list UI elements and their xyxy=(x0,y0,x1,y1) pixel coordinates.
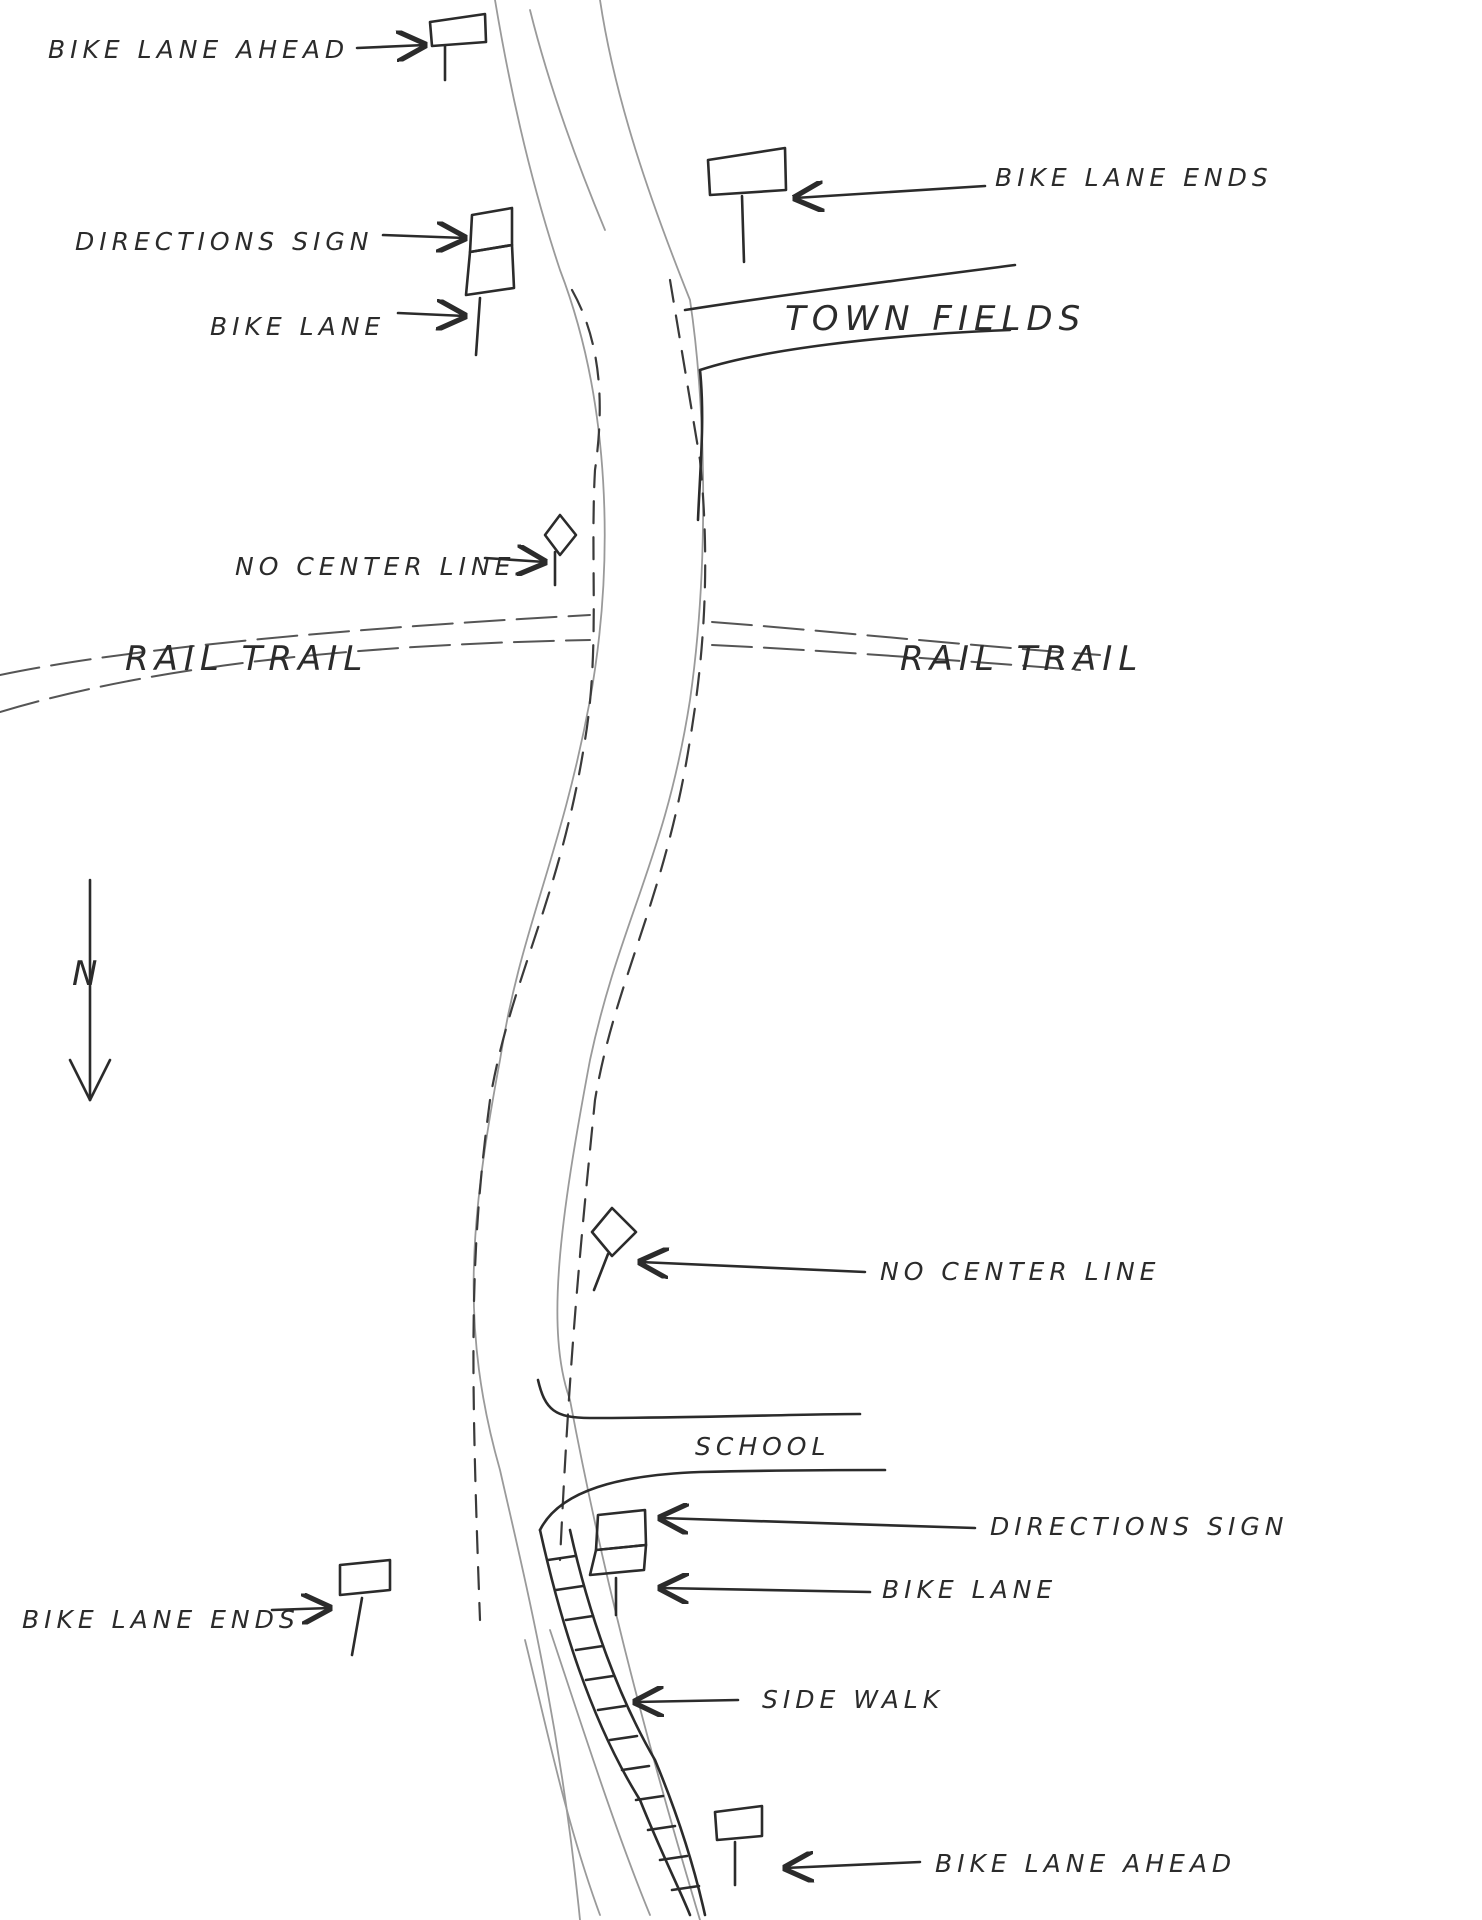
bike-lane-ends-bottom-arrow xyxy=(270,1608,330,1610)
sidewalk-inner-edge xyxy=(568,1528,707,1917)
rail-trail-east-line-1 xyxy=(711,621,1101,656)
directions-sign-bottom-arrow xyxy=(660,1518,977,1528)
bike-lane-ahead-bottom-label: BIKE LANE AHEAD xyxy=(935,1849,1236,1878)
sign-post xyxy=(350,1596,364,1657)
bike-lane-ends-top-label: BIKE LANE ENDS xyxy=(995,163,1273,192)
sign-panel-lower xyxy=(588,1543,648,1577)
no-center-line-bottom-arrow xyxy=(640,1262,867,1272)
rail-trail-west-line-2 xyxy=(0,639,591,713)
town-fields-road-north-edge xyxy=(683,263,1017,312)
side-walk-arrow xyxy=(635,1700,740,1702)
town-fields-road: TOWN FIELDS xyxy=(683,263,1086,522)
sign-diamond xyxy=(590,1206,638,1258)
north-arrow-head xyxy=(68,1058,112,1102)
bike-lane-top-label: BIKE LANE xyxy=(210,312,385,341)
sign-no-center-line-top xyxy=(543,513,578,587)
rail-trail-east-label: RAIL TRAIL xyxy=(900,639,1143,679)
sign-directions-top xyxy=(464,206,516,357)
sign-diamond xyxy=(543,513,578,557)
no-center-line-top-label: NO CENTER LINE xyxy=(235,552,515,581)
bike-lane-ahead-top-arrow xyxy=(355,45,425,48)
bike-lane-bottom-label: BIKE LANE xyxy=(882,1575,1057,1604)
town-fields-label: TOWN FIELDS xyxy=(785,299,1086,339)
bike-lane-ahead-bottom-arrow xyxy=(785,1862,922,1868)
bike-lane-top-arrow xyxy=(396,313,465,316)
rail-trail-west-label: RAIL TRAIL xyxy=(125,639,368,679)
sign-panel-lower xyxy=(464,243,516,297)
sign-panel xyxy=(428,12,488,48)
road-west-inner-bottom xyxy=(524,1639,601,1916)
no-center-line-top-arrow xyxy=(483,558,545,562)
sign-panel xyxy=(338,1558,392,1597)
directions-sign-top-label: DIRECTIONS SIGN xyxy=(75,227,373,256)
north-arrow: N xyxy=(68,878,112,1102)
sign-panel-upper xyxy=(594,1508,648,1552)
road-east-edge xyxy=(556,0,705,1920)
school-road-north-edge xyxy=(536,1378,862,1420)
bike-lane-ends-top-arrow xyxy=(795,186,987,198)
sign-post xyxy=(474,296,482,357)
sign-panel xyxy=(706,146,788,197)
north-label: N xyxy=(72,954,103,994)
sidewalk-outer-edge xyxy=(538,1528,692,1917)
school-road-south-edge xyxy=(538,1468,887,1532)
sign-no-center-line-bottom xyxy=(590,1206,638,1292)
sign-panel xyxy=(713,1804,764,1842)
sidewalk-hatches xyxy=(546,1554,701,1892)
bike-lane-west xyxy=(472,288,601,1622)
town-fields-road-south-edge xyxy=(698,328,1012,372)
sign-post xyxy=(592,1252,610,1292)
town-fields-road-corner xyxy=(696,368,704,522)
school-label: SCHOOL xyxy=(695,1432,830,1461)
road-west-inner-top xyxy=(529,9,606,231)
bike-lane-ahead-top-label: BIKE LANE AHEAD xyxy=(48,35,349,64)
school-road: SCHOOL xyxy=(536,1378,887,1532)
rail-trail: RAIL TRAIL RAIL TRAIL xyxy=(0,614,1143,713)
bike-lane-bottom-arrow xyxy=(660,1588,872,1592)
sign-bike-lane-ahead-bottom xyxy=(713,1804,764,1887)
sidewalk xyxy=(538,1528,707,1917)
sign-directions-bottom xyxy=(588,1508,648,1617)
bike-lane-lines xyxy=(472,278,707,1622)
sign-bike-lane-ahead-top xyxy=(428,12,488,82)
side-walk-label: SIDE WALK xyxy=(762,1685,944,1714)
road-west-edge xyxy=(472,0,606,1920)
directions-sign-bottom-label: DIRECTIONS SIGN xyxy=(990,1512,1288,1541)
no-center-line-bottom-label: NO CENTER LINE xyxy=(880,1257,1160,1286)
directions-sign-top-arrow xyxy=(381,235,465,238)
sign-bike-lane-ends-bottom xyxy=(338,1558,392,1657)
bike-lane-east xyxy=(558,278,707,1562)
sign-bike-lane-ends-top xyxy=(706,146,788,264)
sign-post xyxy=(740,194,746,264)
road-east-inner-bottom xyxy=(549,1629,651,1916)
rail-trail-east-line-2 xyxy=(711,644,1081,671)
rail-trail-west-line-1 xyxy=(0,614,591,676)
bike-lane-ends-bottom-label: BIKE LANE ENDS xyxy=(22,1605,300,1634)
